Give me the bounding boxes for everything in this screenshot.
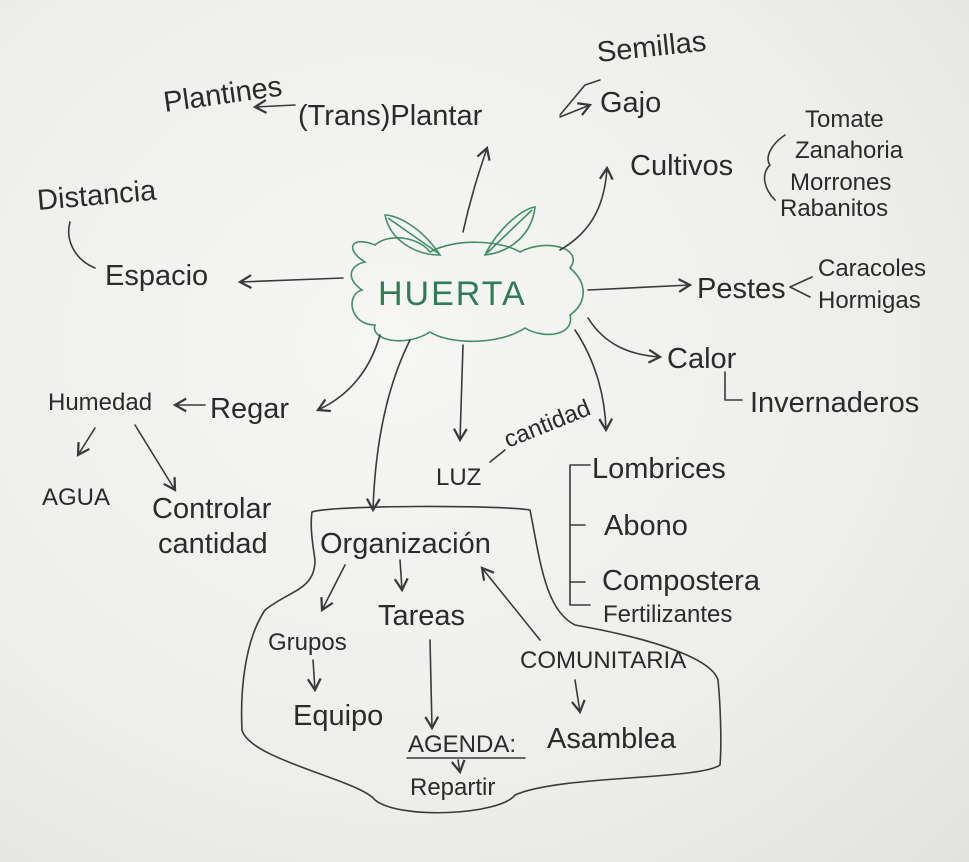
huerta-cloud (350, 237, 584, 343)
suelo-item: Abono (604, 510, 688, 542)
node-grupos: Grupos (268, 629, 347, 656)
node-pestes: Pestes (697, 273, 786, 305)
node-controlar-cantidad: cantidad (158, 528, 268, 560)
node-repartir: Repartir (410, 774, 495, 801)
node-humedad: Humedad (48, 389, 152, 416)
node-invernaderos: Invernaderos (750, 387, 919, 419)
peste-item: Hormigas (818, 287, 921, 314)
cultivo-item: Morrones (790, 169, 891, 196)
suelo-item: Fertilizantes (603, 601, 732, 628)
node-gajo: Gajo (600, 87, 661, 119)
peste-item: Caracoles (818, 255, 926, 282)
node-calor: Calor (667, 343, 737, 375)
cultivo-item: Tomate (805, 106, 884, 133)
leaf-icon (384, 214, 442, 256)
node-distancia: Distancia (36, 175, 158, 217)
node-asamblea: Asamblea (547, 723, 677, 755)
node-plantines: Plantines (162, 71, 285, 119)
node-luz-cantidad: cantidad (500, 395, 594, 454)
node-comunitaria: COMUNITARIA (520, 647, 686, 674)
node-regar: Regar (210, 393, 289, 425)
suelo-item: Compostera (602, 565, 761, 597)
node-organizacion: Organización (320, 528, 491, 560)
node-agenda: AGENDA: (408, 731, 516, 758)
center-node: HUERTA (378, 275, 527, 313)
suelo-item: Lombrices (592, 453, 726, 485)
node-controlar: Controlar (152, 493, 272, 525)
cultivo-item: Rabanitos (780, 195, 888, 222)
node-luz: LUZ (436, 464, 481, 491)
node-cultivos: Cultivos (630, 150, 733, 182)
node-tareas: Tareas (378, 600, 465, 632)
connectors (68, 79, 813, 814)
leaf-icon (483, 206, 536, 256)
cultivo-item: Zanahoria (795, 137, 904, 164)
node-semillas: Semillas (595, 26, 707, 69)
node-espacio: Espacio (105, 260, 208, 292)
node-plantar: (Trans)Plantar (298, 100, 483, 132)
node-equipo: Equipo (293, 700, 383, 732)
node-agua: AGUA (42, 484, 110, 511)
